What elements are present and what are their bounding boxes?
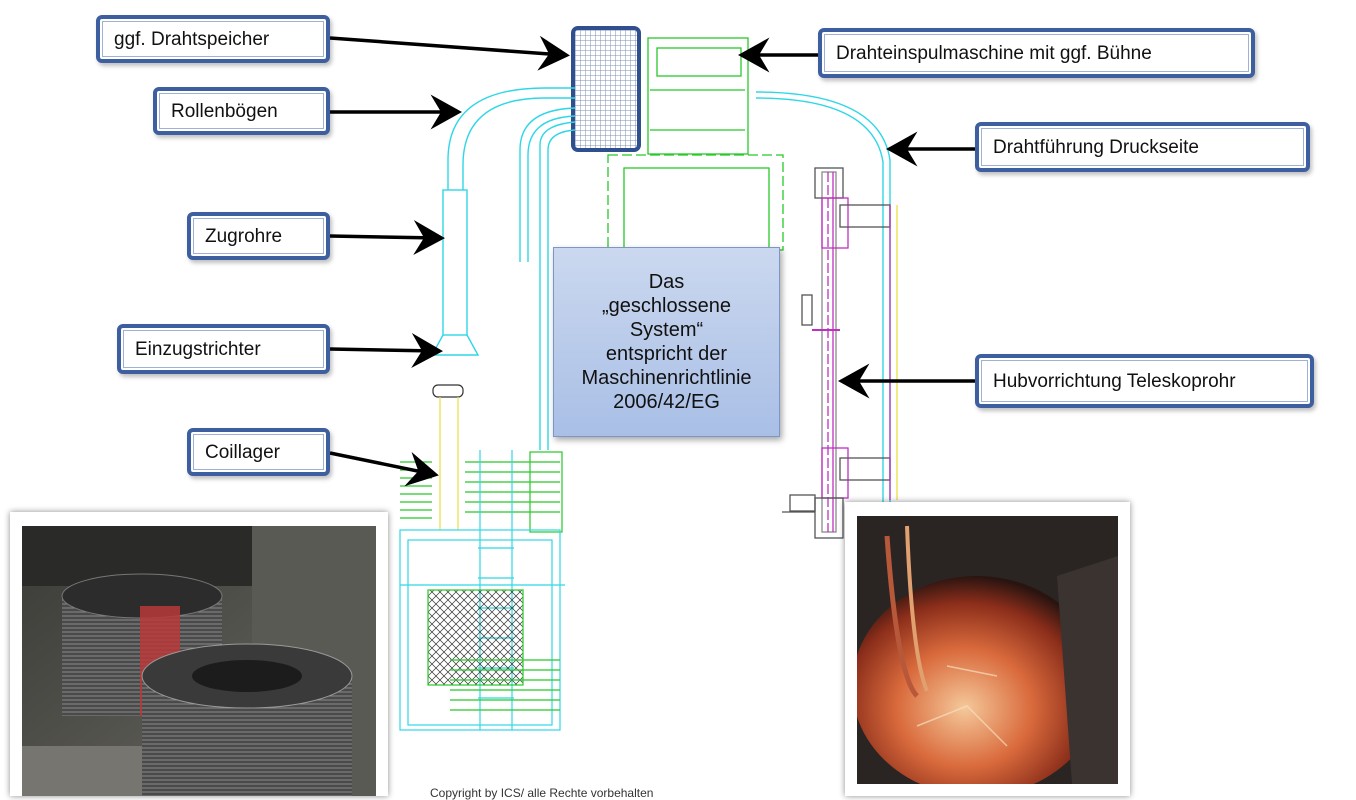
- label-hubvorrichtung: Hubvorrichtung Teleskoprohr: [975, 354, 1314, 408]
- arrow-drahtspeicher: [329, 35, 570, 71]
- label-coillager: Coillager: [187, 428, 330, 476]
- coillager-drawing: [399, 384, 565, 731]
- label-drahteinspulmaschine: Drahteinspulmaschine mit ggf. Bühne: [818, 28, 1255, 78]
- ladle-photo-frame: [845, 502, 1130, 796]
- arrow-einzugstrichter: [329, 333, 443, 369]
- label-drahtfuehrung: Drahtführung Druckseite: [975, 122, 1310, 172]
- drahtspeicher-box: [571, 26, 641, 152]
- spooling-machine-frame: [607, 37, 784, 251]
- label-einzugstrichter: Einzugstrichter: [117, 324, 330, 374]
- arrow-zugrohre: [329, 220, 445, 256]
- label-zugrohre: Zugrohre: [187, 212, 330, 260]
- molten-metal-ladle-photo: [857, 516, 1118, 784]
- label-rollenboegen: Rollenbögen: [153, 87, 330, 135]
- closed-system-callout: Das „geschlossene System“ entspricht der…: [553, 247, 780, 437]
- wire-coil-photo: [22, 526, 376, 796]
- copyright-footer: Copyright by ICS/ alle Rechte vorbehalte…: [430, 786, 654, 800]
- label-drahtspeicher: ggf. Drahtspeicher: [96, 15, 330, 63]
- arrow-coillager: [329, 451, 439, 487]
- coil-photo-frame: [10, 512, 388, 796]
- callout-text: Das „geschlossene System“ entspricht der…: [581, 271, 752, 413]
- hubvorrichtung-drawing: [782, 167, 898, 539]
